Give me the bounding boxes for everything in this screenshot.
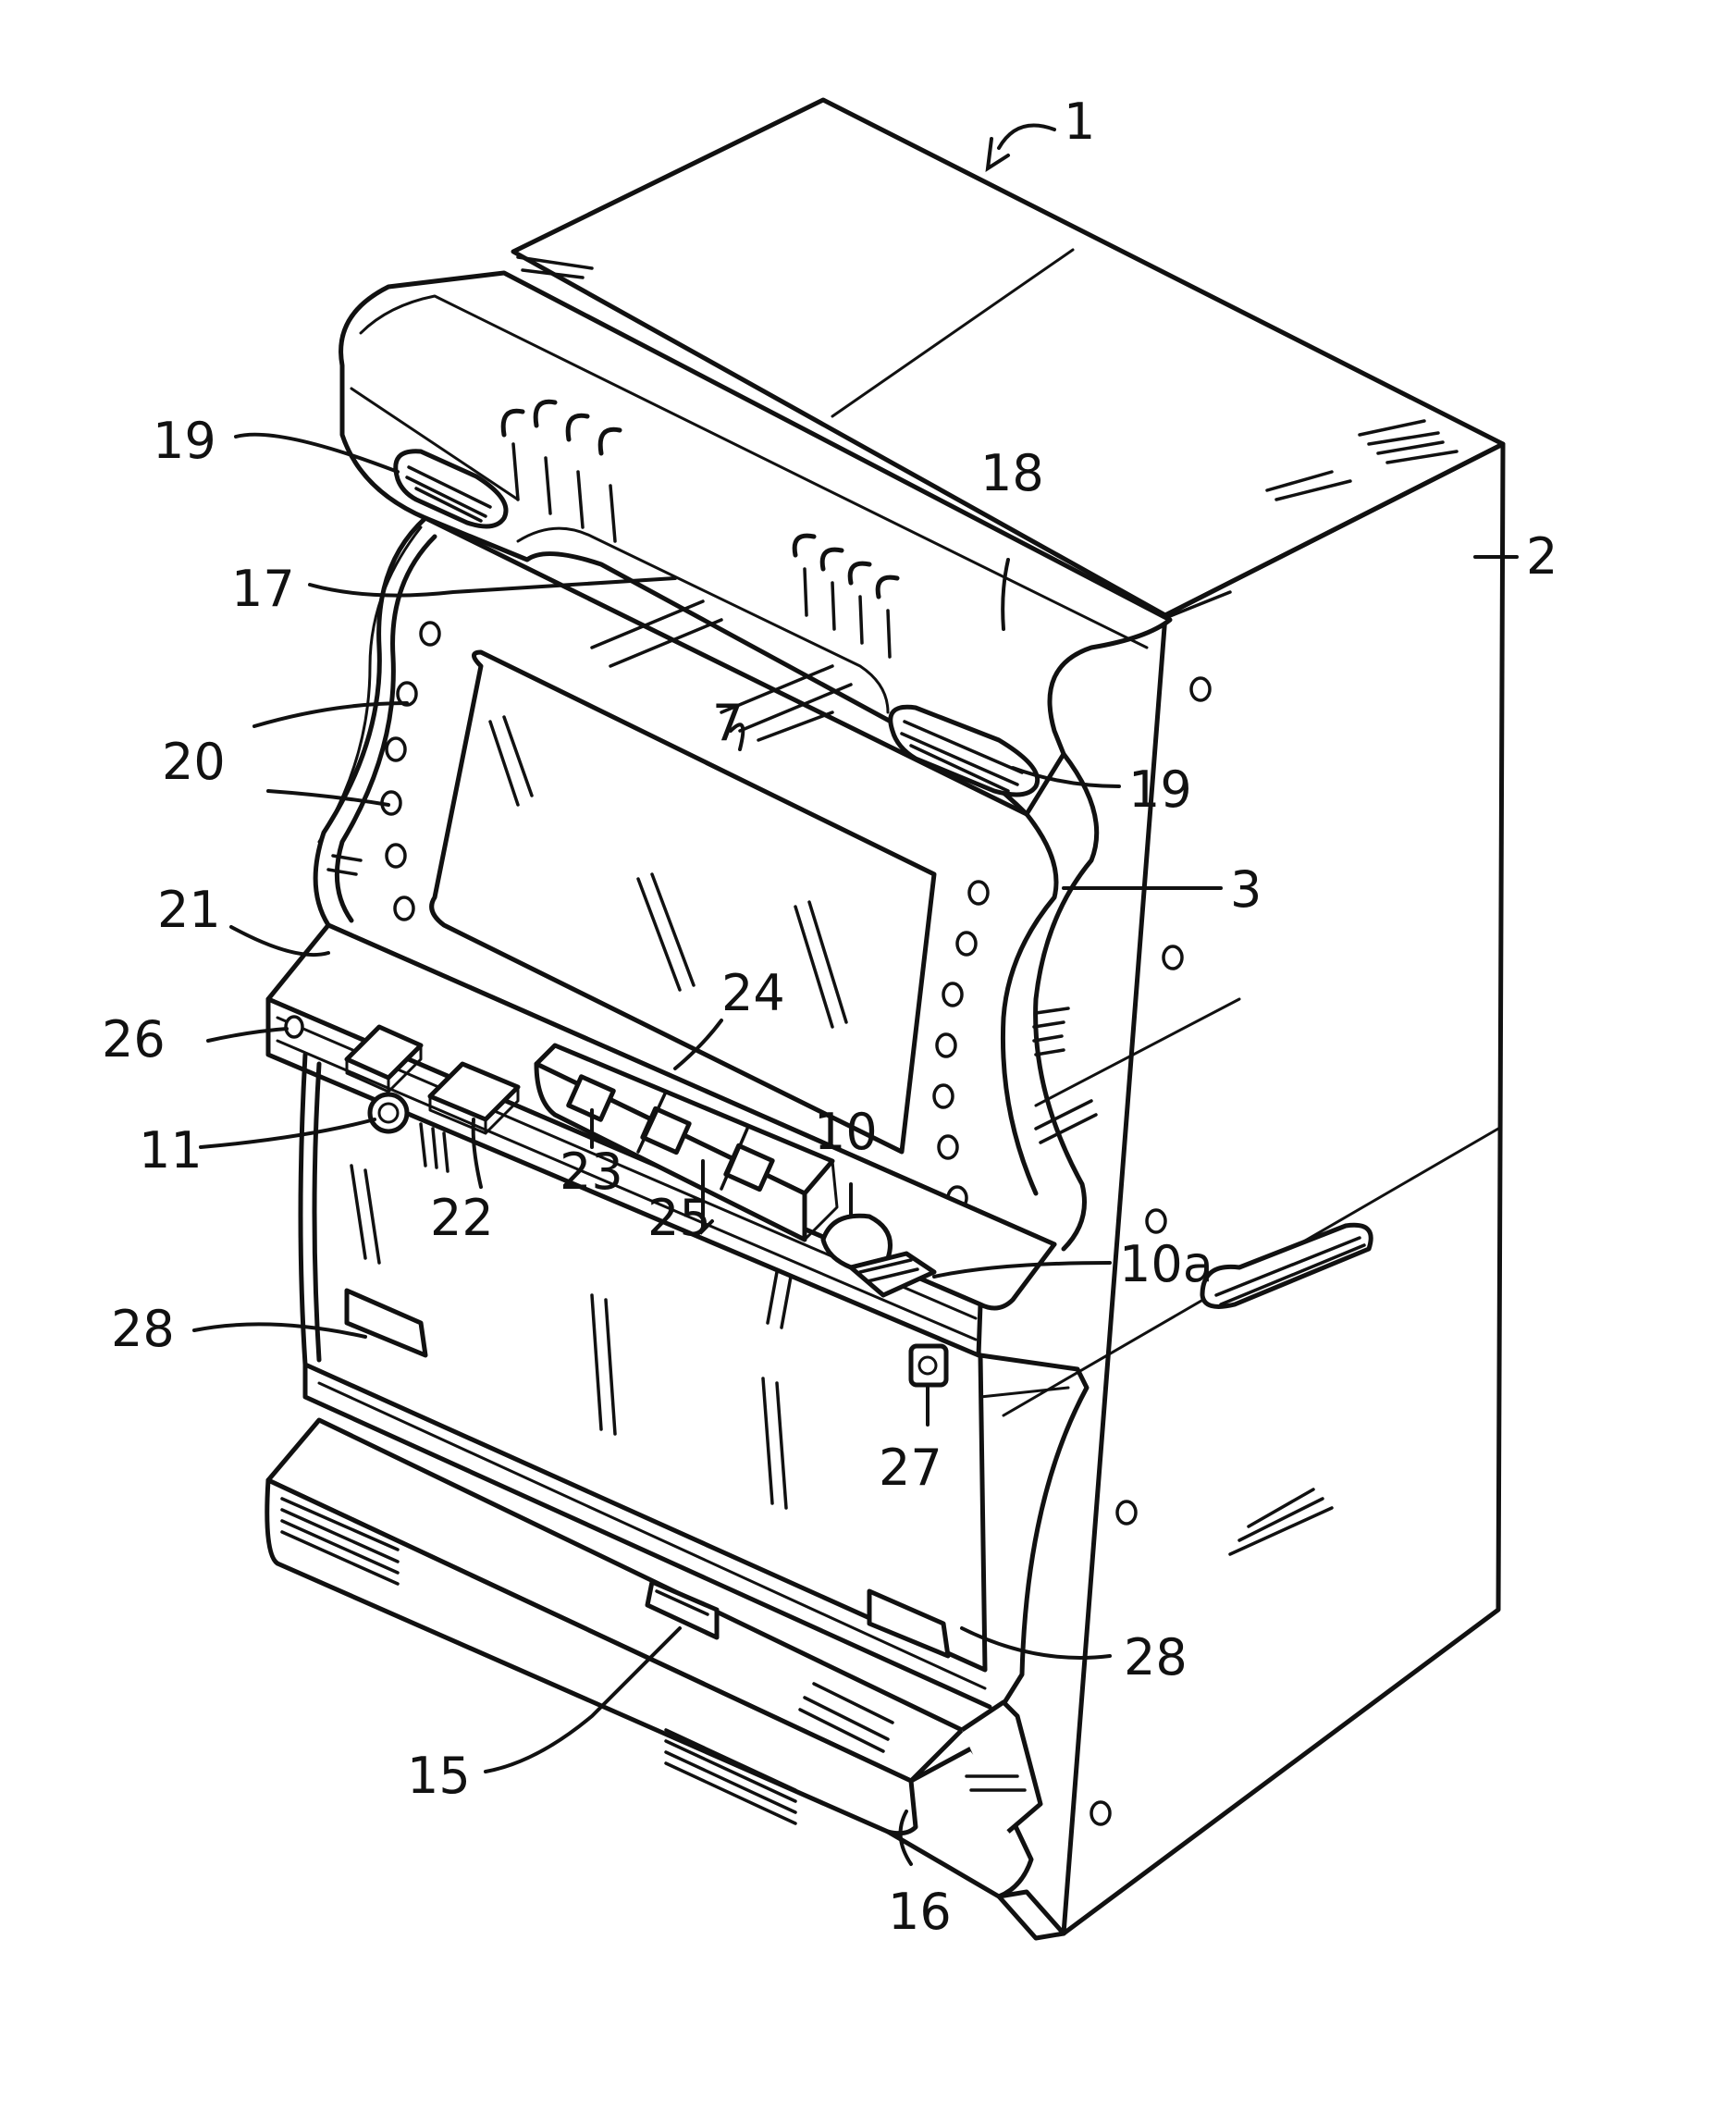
numeral-25: 25 <box>647 1189 711 1247</box>
numeral-23: 23 <box>560 1143 623 1201</box>
numeral-10a: 10a <box>1119 1235 1213 1293</box>
numeral-18: 18 <box>980 444 1044 502</box>
numeral-10: 10 <box>814 1103 878 1161</box>
numeral-15: 15 <box>407 1747 471 1805</box>
numeral-7: 7 <box>712 694 744 752</box>
coin-tray <box>267 1420 1064 1938</box>
numeral-21: 21 <box>157 881 221 939</box>
numeral-3: 3 <box>1230 860 1262 919</box>
numeral-1: 1 <box>1064 93 1095 151</box>
numeral-20: 20 <box>162 733 226 791</box>
numeral-28-left: 28 <box>111 1300 175 1358</box>
numeral-19-right: 19 <box>1128 760 1192 819</box>
numeral-28-right: 28 <box>1124 1628 1188 1686</box>
numeral-17: 17 <box>231 560 295 618</box>
numeral-2: 2 <box>1526 527 1557 586</box>
numeral-24: 24 <box>721 964 785 1022</box>
numeral-16: 16 <box>888 1883 952 1941</box>
numeral-22: 22 <box>430 1189 494 1247</box>
numeral-27: 27 <box>879 1439 942 1497</box>
numeral-11: 11 <box>139 1121 203 1180</box>
numeral-19-left: 19 <box>153 412 216 470</box>
numeral-26: 26 <box>102 1010 166 1069</box>
